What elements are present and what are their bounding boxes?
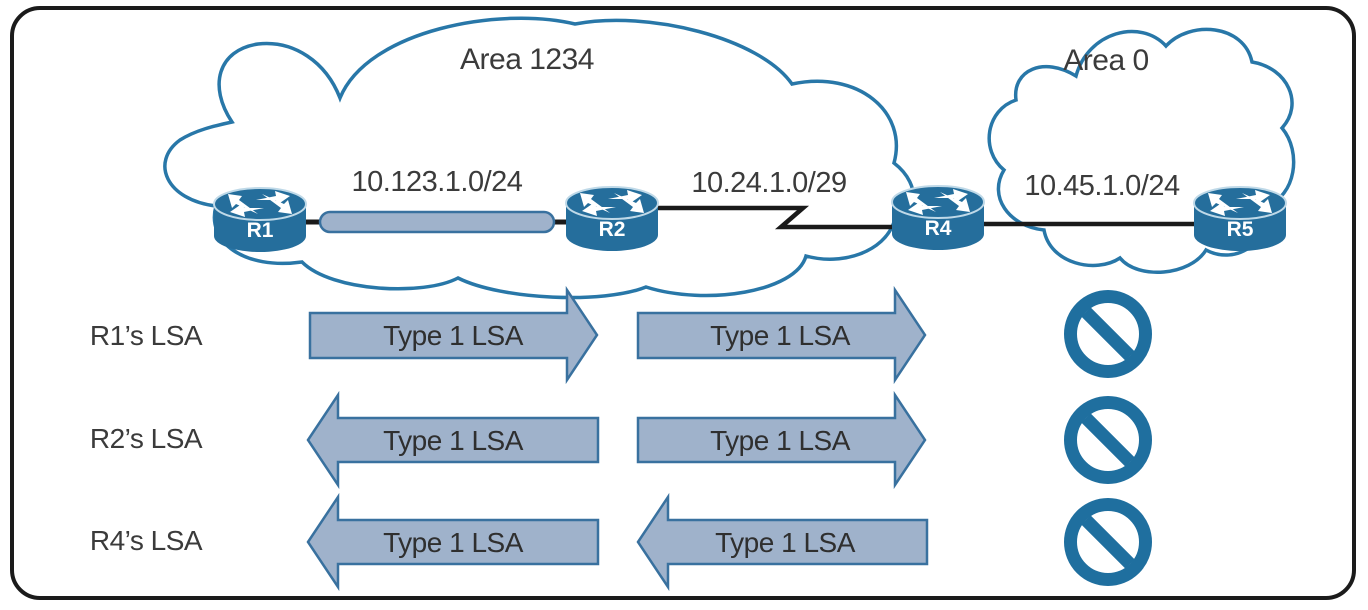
lsa-arrow-row1-seg1 bbox=[308, 285, 599, 385]
router-r2-label: R2 bbox=[598, 218, 626, 241]
lsa-arrow-row3-seg2 bbox=[636, 492, 929, 592]
lsa-arrow-row2-seg1 bbox=[306, 390, 600, 490]
figure-border bbox=[10, 6, 1356, 600]
subnet-label-r1-r2: 10.123.1.0/24 bbox=[351, 166, 523, 198]
subnet-label-r2-r4: 10.24.1.0/29 bbox=[691, 167, 847, 199]
lsa-row3-label: R4’s LSA bbox=[89, 525, 203, 556]
lsa-arrow-row3-seg1 bbox=[306, 492, 600, 592]
lsa-row2-label: R2’s LSA bbox=[89, 423, 203, 454]
lsa-arrow-row1-seg2-label: Type 1 LSA bbox=[710, 320, 850, 351]
lsa-arrow-row2-seg2-label: Type 1 LSA bbox=[710, 425, 850, 456]
router-r5-label: R5 bbox=[1226, 218, 1254, 241]
lsa-arrow-row3-seg2-label: Type 1 LSA bbox=[715, 527, 855, 558]
lsa-arrow-row2-seg2 bbox=[636, 390, 927, 490]
router-r4-label: R4 bbox=[924, 217, 952, 240]
lsa-row1-label: R1’s LSA bbox=[89, 320, 203, 351]
ethernet-segment-pill bbox=[318, 210, 556, 234]
lsa-arrow-row2-seg1-label: Type 1 LSA bbox=[383, 425, 523, 456]
router-r1-label: R1 bbox=[246, 219, 274, 242]
area-0-label: Area 0 bbox=[1063, 44, 1149, 77]
link-r2-r4 bbox=[656, 205, 894, 230]
area-1234-label: Area 1234 bbox=[460, 43, 594, 76]
lsa-arrow-row3-seg1-label: Type 1 LSA bbox=[383, 527, 523, 558]
lsa-arrow-row1-seg1-label: Type 1 LSA bbox=[383, 320, 523, 351]
link-r1-r2 bbox=[304, 210, 570, 234]
lsa-arrow-row1-seg2 bbox=[636, 285, 927, 385]
subnet-label-r4-r5: 10.45.1.0/24 bbox=[1024, 170, 1180, 202]
